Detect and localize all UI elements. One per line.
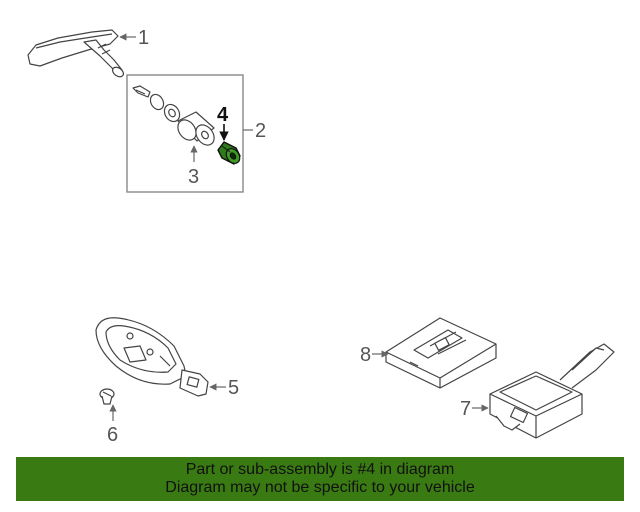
part-3-grommet[interactable] <box>174 111 218 149</box>
callout-1: 1 <box>138 27 149 49</box>
kit-box <box>126 74 244 193</box>
part-5-key-fob[interactable] <box>95 317 209 397</box>
washer-hole <box>168 108 176 118</box>
part-4-valve-nut[interactable] <box>217 141 243 166</box>
part-1-tpms-sensor[interactable] <box>27 29 125 79</box>
callout-5: 5 <box>228 377 239 399</box>
callout-2: 2 <box>255 120 266 142</box>
callout-4: 4 <box>217 104 229 126</box>
o-ring <box>149 93 165 111</box>
part-6-screw[interactable] <box>99 388 115 405</box>
callout-6: 6 <box>107 424 118 446</box>
banner-line-1: Part or sub-assembly is #4 in diagram <box>185 461 455 478</box>
callout-8: 8 <box>360 344 371 366</box>
part-7-receiver-module[interactable] <box>489 343 615 439</box>
callout-3: 3 <box>188 166 199 188</box>
banner-line-2: Diagram may not be specific to your vehi… <box>165 479 475 496</box>
valve-core <box>132 85 151 98</box>
callout-7: 7 <box>460 398 471 420</box>
info-banner: Part or sub-assembly is #4 in diagram Di… <box>16 457 624 501</box>
part-8-module-cover[interactable] <box>385 317 497 389</box>
